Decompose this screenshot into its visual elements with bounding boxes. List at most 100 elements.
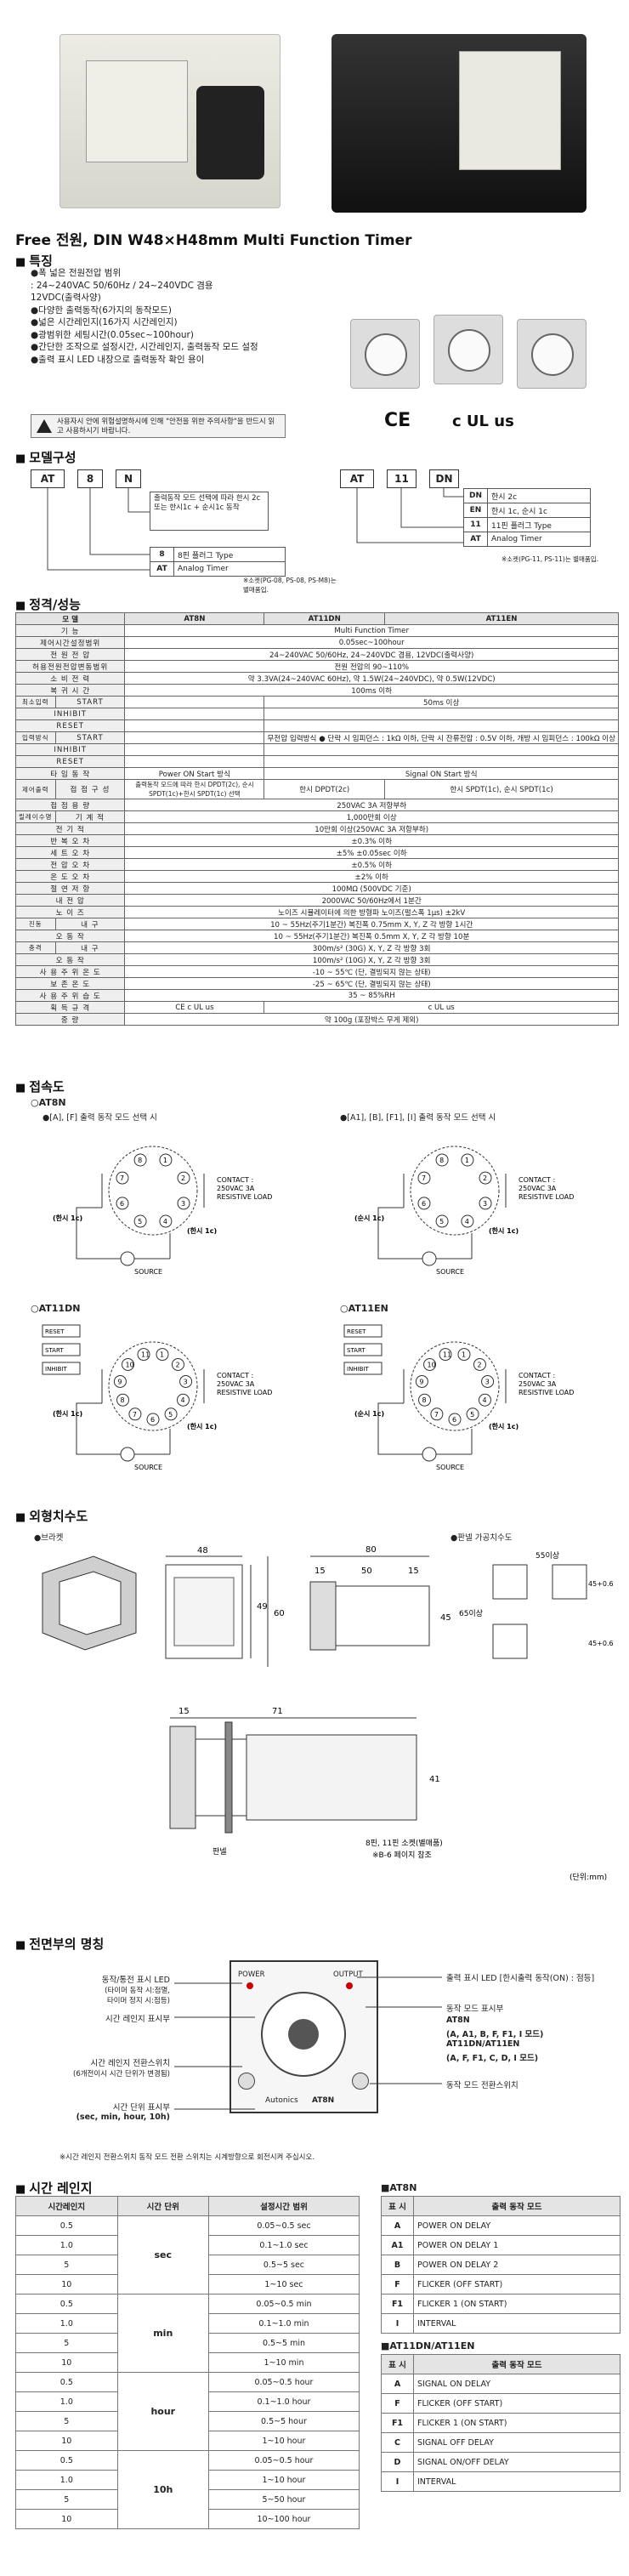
dial-knob[interactable] (288, 2019, 319, 2050)
label-range-display: 시간 레인지 표시부 (105, 2015, 170, 2024)
dim-71: 71 (272, 1707, 283, 1716)
mode-code: A (381, 2215, 414, 2236)
ul-mark: c UL us (452, 412, 514, 430)
input-label: INHIBIT (45, 1366, 67, 1373)
relay-label-left: (순시 1c) (354, 1214, 384, 1222)
spec-label: 전 원 전 압 (14, 648, 126, 661)
contact-label: CONTACT : (518, 1176, 555, 1184)
dim-80: 80 (366, 1545, 377, 1555)
range-value: 1.0 (15, 2235, 118, 2255)
model-code: 11 (464, 518, 488, 532)
load-label: RESISTIVE LOAD (518, 1389, 574, 1396)
pin-number: 5 (138, 1218, 142, 1225)
range-span: 0.05~0.5 min (207, 2294, 360, 2314)
pin-number: 1 (160, 1351, 164, 1359)
load-label: RESISTIVE LOAD (217, 1389, 272, 1396)
model-left: AT 8 N 출력동작 모드 선택에 따라 한시 2c 또는 한시1c + 순시… (31, 469, 337, 594)
model-box-pin: 8 (77, 469, 103, 488)
range-unit: min (116, 2294, 209, 2373)
spec-label: 내 구 (54, 918, 126, 930)
model-box-dn: DN (429, 469, 459, 488)
time-dial[interactable] (261, 1992, 346, 2077)
spec-value: 한시 DPDT(2c) (264, 779, 386, 799)
range-value: 10 (15, 2431, 118, 2451)
label-mode-display: 동작 모드 표시부 (446, 2005, 504, 2014)
product-unit-1 (350, 319, 420, 389)
model-meaning: 한시 1c, 순시 1c (491, 507, 547, 516)
range-span: 1~10 min (207, 2352, 360, 2373)
relay-label-right: (한시 1c) (489, 1422, 518, 1430)
pin-number: 5 (168, 1411, 173, 1419)
feature-item: ●넓은 시간레인지(16가지 시간레인지) (31, 317, 178, 327)
range-span: 1~10 hour (207, 2431, 360, 2451)
product-unit-2 (434, 315, 503, 384)
dim-49: 49 (257, 1602, 268, 1612)
spec-group: 최소입력 (15, 696, 56, 708)
range-header: 설정시간 범위 (207, 2196, 360, 2216)
dim-65: 65이상 (459, 1609, 483, 1618)
pin-number: 9 (419, 1378, 423, 1385)
spec-heading: 정격/성능 (15, 595, 81, 613)
relay-label-left: (한시 1c) (53, 1214, 82, 1222)
model-code: 8 (150, 548, 174, 561)
spec-value: 10 ~ 55Hz(주기1분간) 복진폭 0.5mm X, Y, Z 각 방향 … (124, 930, 619, 942)
spec-value: 1,000만회 이상 (124, 810, 619, 823)
range-span: 0.05~0.5 sec (207, 2215, 360, 2236)
pin-number: 4 (180, 1396, 184, 1404)
pin-number: 5 (470, 1411, 474, 1419)
mode-name: FLICKER (OFF START) (413, 2274, 620, 2295)
mode-code: A1 (381, 2235, 414, 2255)
model-box-n: N (116, 469, 141, 488)
model-heading: 모델구성 (15, 448, 76, 466)
feature-item: ●간단한 조작으로 설정시간, 시간레인지, 출력동작 모드 설정 (31, 342, 258, 352)
socket-label: 8핀, 11핀 소켓(별매품) (366, 1839, 443, 1848)
range-value: 1.0 (15, 2470, 118, 2490)
power-led-label: POWER (238, 1970, 265, 1979)
range-unit: sec (116, 2215, 209, 2295)
range-span: 0.5~5 min (207, 2333, 360, 2353)
spec-value (124, 743, 265, 756)
spec-value: 약 3.3VA(24~240VAC 60Hz), 약 1.5W(24~240VD… (124, 672, 619, 685)
range-value: 5 (15, 2333, 118, 2353)
range-heading: 시간 레인지 (15, 2179, 92, 2197)
mode-code: D (381, 2452, 414, 2472)
range-row: 5 0.5~5 min (15, 2333, 360, 2353)
panel-names-heading: 전면부의 명칭 (15, 1935, 104, 1953)
wiring-heading: 접속도 (15, 1078, 64, 1095)
spec-label: 접 점 용 량 (14, 799, 126, 811)
pin-number: 3 (483, 1200, 487, 1208)
range-switch[interactable] (238, 2073, 255, 2090)
spec-label: RESET (14, 719, 126, 732)
label-range-switch-b: (6개전이시 시간 단위가 변경됨) (73, 2070, 170, 2078)
capacity-label: 250VAC 3A (518, 1185, 557, 1192)
mode-switch[interactable] (352, 2073, 369, 2090)
spec-value (264, 743, 619, 756)
dim-60: 60 (274, 1609, 285, 1618)
spec-value: 무전압 입력방식 ● 단락 시 임피던스 : 1kΩ 이하, 단락 시 잔류전압… (264, 731, 619, 744)
spec-label: 세 트 오 차 (14, 846, 126, 859)
spec-label: 내 전 압 (14, 894, 126, 907)
spec-row: 반 복 오 차±0.3% 이하 (14, 834, 619, 847)
contact-label: CONTACT : (217, 1372, 253, 1379)
spec-label: 오 동 작 (14, 953, 126, 966)
spec-label: 기 계 적 (54, 810, 126, 823)
